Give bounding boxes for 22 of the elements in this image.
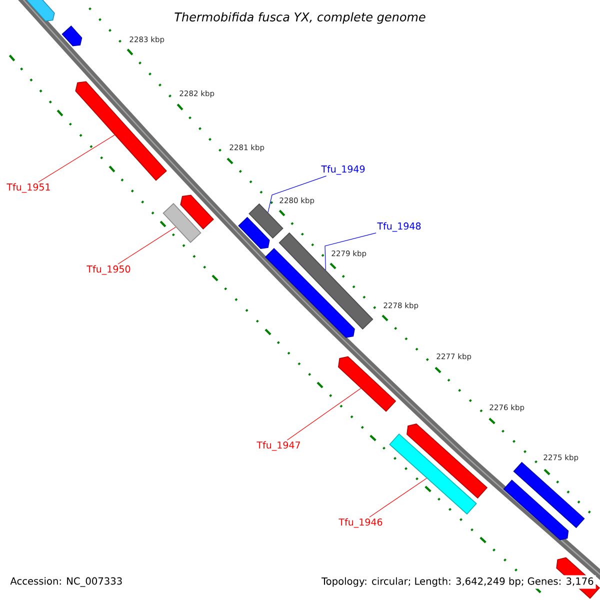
gene-bar [162, 203, 202, 243]
leader-line [268, 176, 327, 213]
leader-line [286, 388, 362, 440]
title: Thermobifida fusca YX, complete genome [174, 12, 426, 24]
footer-text: Accession: NC_007333 [8, 575, 125, 589]
footer-text: Topology: circular; Length: 3,642,249 bp; Genes: 3,176 [320, 575, 596, 589]
gene-label: Tfu_1947 [256, 441, 300, 451]
gene-block [338, 356, 396, 412]
leader-line [118, 226, 176, 264]
gene-block [75, 81, 167, 181]
gene-label: Tfu_1951 [6, 183, 50, 193]
leader-line [38, 134, 115, 182]
gene-label: Tfu_1946 [338, 518, 382, 528]
leader-line [324, 232, 376, 270]
gene-block [25, 0, 55, 22]
leader-line [369, 478, 427, 518]
gene-label: Tfu_1948 [377, 222, 421, 232]
gene-label: Tfu_1949 [321, 165, 365, 175]
gene-block [180, 194, 214, 230]
gene-block [62, 26, 82, 46]
gene-label: Tfu_1950 [86, 265, 130, 275]
gene-block [503, 480, 569, 540]
